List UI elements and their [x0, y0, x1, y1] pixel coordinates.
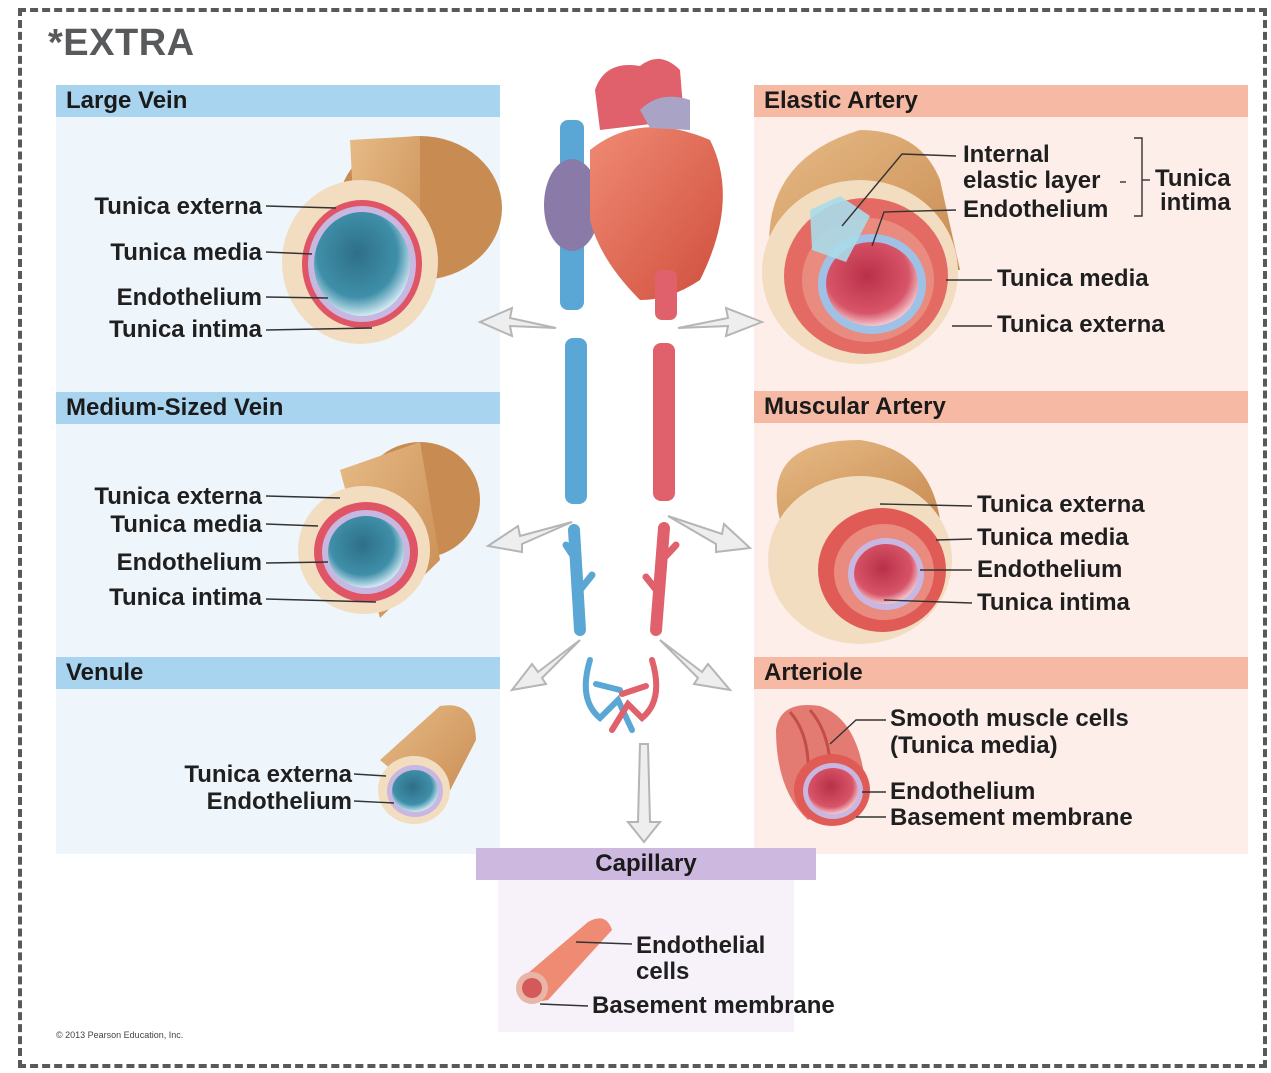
large-vein-label-intima: Tunica intima [109, 317, 262, 343]
medium-vein-label-endothelium: Endothelium [117, 550, 262, 576]
copyright-notice: © 2013 Pearson Education, Inc. [56, 1030, 183, 1040]
elastic-artery-label-intima: intima [1160, 190, 1231, 216]
large-vein-label-externa: Tunica externa [94, 194, 262, 220]
muscular-artery-label-intima: Tunica intima [977, 590, 1130, 616]
medium-vein-label-media: Tunica media [110, 512, 262, 538]
elastic-artery-label-externa: Tunica externa [997, 312, 1165, 338]
arteriole-label-smooth-muscle: Smooth muscle cells [890, 706, 1129, 732]
arteriole-label-basement: Basement membrane [890, 805, 1133, 831]
medium-vein-label-externa: Tunica externa [94, 484, 262, 510]
flow-arrows [480, 308, 762, 842]
elastic-artery-label-internal: Internal [963, 142, 1050, 168]
arteriole-label-endothelium: Endothelium [890, 779, 1035, 805]
large-vein-illustration [282, 136, 502, 344]
venule-illustration [378, 705, 476, 824]
elastic-artery-illustration [762, 130, 960, 364]
muscular-artery-label-media: Tunica media [977, 525, 1129, 551]
venule-label-endothelium: Endothelium [207, 789, 352, 815]
capillary-label-cells: cells [636, 959, 689, 985]
muscular-artery-label-endothelium: Endothelium [977, 557, 1122, 583]
capillary-bed [586, 660, 656, 730]
medium-vein-illustration [298, 442, 480, 618]
muscular-artery-label-externa: Tunica externa [977, 492, 1145, 518]
capillary-label-endothelial: Endothelial [636, 933, 765, 959]
artery-column [646, 343, 676, 630]
elastic-artery-label-media: Tunica media [997, 266, 1149, 292]
arteriole-illustration [776, 705, 870, 826]
medium-vein-label-intima: Tunica intima [109, 585, 262, 611]
venule-label-externa: Tunica externa [184, 762, 352, 788]
large-vein-label-media: Tunica media [110, 240, 262, 266]
elastic-artery-label-endothelium: Endothelium [963, 197, 1108, 223]
arteriole-label-tunica-media: (Tunica media) [890, 733, 1058, 759]
heart-illustration [544, 59, 723, 320]
large-vein-label-endothelium: Endothelium [117, 285, 262, 311]
elastic-artery-label-elastic-layer: elastic layer [963, 168, 1100, 194]
vein-column [565, 338, 592, 630]
capillary-label-basement: Basement membrane [592, 993, 835, 1019]
muscular-artery-illustration [768, 440, 952, 644]
